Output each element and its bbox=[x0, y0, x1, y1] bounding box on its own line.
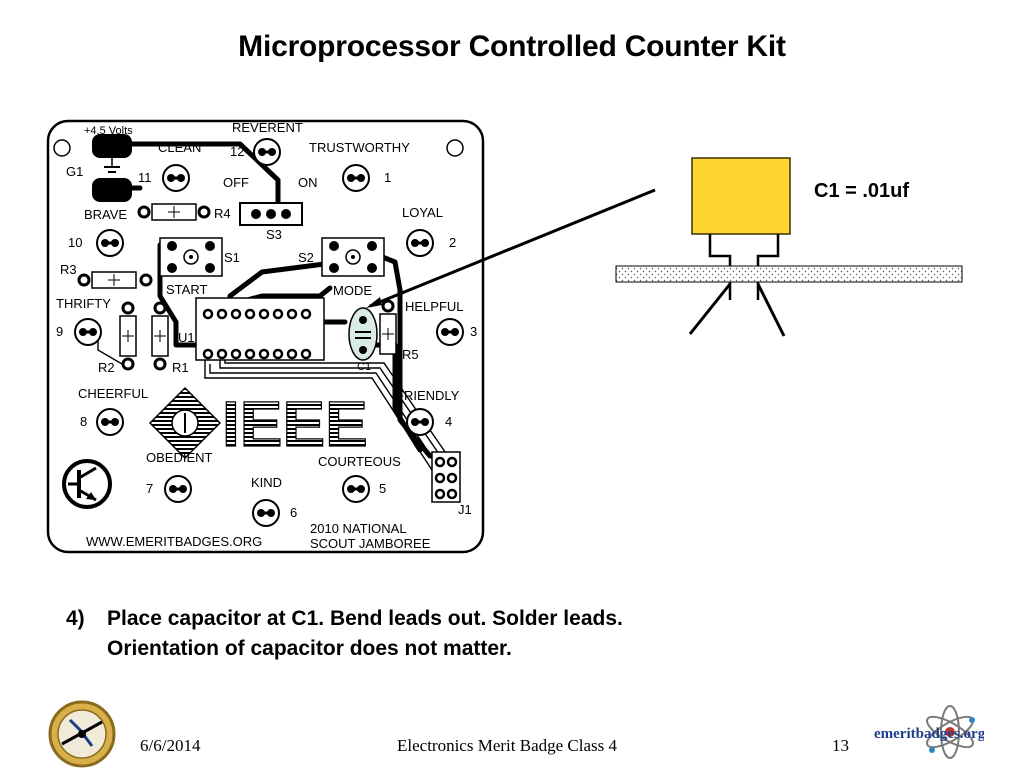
resistor-r3 bbox=[77, 271, 153, 289]
svg-text:IEEE: IEEE bbox=[222, 388, 368, 460]
capacitor-value-label: C1 = .01uf bbox=[814, 180, 910, 202]
svg-text:11: 11 bbox=[138, 170, 152, 185]
svg-text:8: 8 bbox=[80, 414, 87, 429]
pad-loyal bbox=[406, 229, 434, 257]
svg-text:3: 3 bbox=[470, 324, 477, 339]
svg-text:2: 2 bbox=[449, 235, 456, 250]
merit-badge-icon bbox=[48, 700, 116, 768]
svg-text:THRIFTY: THRIFTY bbox=[56, 296, 111, 311]
svg-text:+4.5 Volts: +4.5 Volts bbox=[84, 125, 133, 137]
svg-text:1: 1 bbox=[384, 170, 391, 185]
svg-text:REVERENT: REVERENT bbox=[232, 120, 303, 135]
footer-course-title: Electronics Merit Badge Class 4 bbox=[397, 736, 618, 755]
svg-text:CLEAN: CLEAN bbox=[158, 140, 201, 155]
svg-text:G1: G1 bbox=[66, 164, 83, 179]
svg-text:6: 6 bbox=[290, 505, 297, 520]
svg-text:START: START bbox=[166, 282, 207, 297]
pad-thrifty bbox=[74, 318, 102, 346]
footer-date: 6/6/2014 bbox=[140, 736, 201, 755]
slide-title: Microprocessor Controlled Counter Kit bbox=[238, 30, 786, 63]
pad-friendly bbox=[406, 408, 434, 436]
svg-text:10: 10 bbox=[68, 235, 82, 250]
svg-text:S1: S1 bbox=[224, 250, 240, 265]
pad-obedient bbox=[164, 475, 192, 503]
pad-reverent bbox=[253, 138, 281, 166]
svg-text:OFF: OFF bbox=[223, 175, 249, 190]
svg-text:R5: R5 bbox=[402, 347, 419, 362]
svg-text:HELPFUL: HELPFUL bbox=[405, 299, 464, 314]
svg-text:5: 5 bbox=[379, 481, 386, 496]
step-text-line2: Orientation of capacitor does not matter… bbox=[107, 637, 512, 660]
connector-j1 bbox=[431, 451, 461, 503]
switch-s3 bbox=[239, 202, 303, 226]
svg-text:FRIENDLY: FRIENDLY bbox=[396, 388, 460, 403]
switch-s2 bbox=[321, 237, 385, 277]
ieee-logo: IEEE bbox=[148, 386, 368, 461]
footer-page-number: 13 bbox=[832, 736, 849, 755]
capacitor-illustration bbox=[615, 157, 963, 337]
site-logo-text: emeritbadges.org bbox=[874, 726, 984, 742]
svg-text:WWW.EMERITBADGES.ORG: WWW.EMERITBADGES.ORG bbox=[86, 534, 262, 549]
svg-text:7: 7 bbox=[146, 481, 153, 496]
step-number: 4) bbox=[66, 607, 85, 630]
svg-text:TRUSTWORTHY: TRUSTWORTHY bbox=[309, 140, 410, 155]
svg-text:R1: R1 bbox=[172, 360, 189, 375]
svg-text:12: 12 bbox=[230, 144, 244, 159]
svg-text:U1: U1 bbox=[178, 330, 195, 345]
svg-text:BRAVE: BRAVE bbox=[84, 207, 127, 222]
resistor-r5 bbox=[379, 299, 397, 355]
pad-helpful bbox=[436, 318, 464, 346]
pad-kind bbox=[252, 499, 280, 527]
svg-text:R4: R4 bbox=[214, 206, 231, 221]
svg-text:C1: C1 bbox=[357, 361, 371, 373]
transistor-symbol-icon bbox=[62, 459, 112, 509]
capacitor-c1-footprint bbox=[348, 307, 378, 361]
svg-text:2010 NATIONAL: 2010 NATIONAL bbox=[310, 521, 407, 536]
svg-text:R2: R2 bbox=[98, 360, 115, 375]
resistor-r2 bbox=[119, 301, 137, 371]
pad-10 bbox=[96, 229, 124, 257]
battery-g1 bbox=[92, 134, 132, 202]
svg-text:9: 9 bbox=[56, 324, 63, 339]
svg-text:J1: J1 bbox=[458, 502, 472, 517]
svg-text:S2: S2 bbox=[298, 250, 314, 265]
resistor-r4 bbox=[137, 203, 211, 221]
resistor-r1 bbox=[151, 301, 169, 371]
pad-clean bbox=[162, 164, 190, 192]
atom-logo-icon: emeritbadges.org bbox=[874, 705, 984, 759]
mounting-hole bbox=[446, 139, 464, 157]
pad-cheerful bbox=[96, 408, 124, 436]
svg-text:ON: ON bbox=[298, 175, 318, 190]
pointer-line bbox=[369, 188, 656, 308]
ic-u1 bbox=[195, 297, 325, 361]
svg-text:OBEDIENT: OBEDIENT bbox=[146, 450, 213, 465]
pad-trustworthy bbox=[342, 164, 370, 192]
mounting-hole bbox=[53, 139, 71, 157]
svg-text:S3: S3 bbox=[266, 227, 282, 242]
svg-text:MODE: MODE bbox=[333, 283, 372, 298]
svg-text:LOYAL: LOYAL bbox=[402, 205, 443, 220]
svg-text:KIND: KIND bbox=[251, 475, 282, 490]
pcb-diagram: +4.5 Volts G1 REVERENT 12 TRUSTWORTHY 1 … bbox=[46, 119, 963, 554]
switch-s1 bbox=[159, 237, 223, 277]
svg-text:COURTEOUS: COURTEOUS bbox=[318, 454, 401, 469]
svg-text:SCOUT JAMBOREE: SCOUT JAMBOREE bbox=[310, 536, 431, 551]
svg-text:R3: R3 bbox=[60, 262, 77, 277]
step-text-line1: Place capacitor at C1. Bend leads out. S… bbox=[107, 607, 623, 630]
svg-text:CHEERFUL: CHEERFUL bbox=[78, 386, 148, 401]
pad-courteous bbox=[342, 475, 370, 503]
svg-text:4: 4 bbox=[445, 414, 452, 429]
